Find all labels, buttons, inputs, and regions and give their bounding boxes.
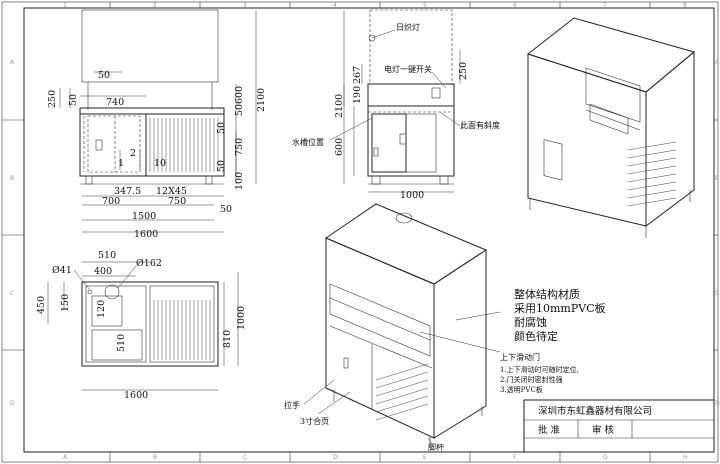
front-dim-50-bottom: 50 [220, 204, 232, 215]
zone-bottom-b: B [153, 454, 157, 461]
zone-top-2: 2 [153, 2, 157, 9]
front-dim-600: 600 [234, 86, 245, 104]
front-dim-347-5: 347.5 [114, 186, 141, 197]
zone-bottom-a: A [63, 454, 68, 461]
side-dim-190: 190 [352, 86, 363, 104]
zone-bottom-f: F [513, 454, 517, 461]
zone-right-c: C [715, 290, 719, 297]
front-dim-1500: 1500 [132, 211, 156, 222]
front-dim-50-mid: 50 [234, 104, 245, 116]
slope-label: 此面有斜度 [460, 120, 500, 130]
side-dim-267: 267 [352, 66, 363, 84]
front-dim-50-left: 50 [68, 94, 79, 106]
front-dim-50-top: 50 [98, 70, 110, 81]
review-label: 审 核 [592, 424, 615, 436]
zone-top-8: 8 [683, 2, 687, 9]
zone-right-b: B [715, 175, 719, 182]
zone-bottom-d: D [333, 454, 338, 461]
notes: 整体结构材质 采用10mmPVC板 耐腐蚀 颜色待定 上下滑动门 1.上下滑动时… [284, 287, 606, 452]
zone-left-c: C [10, 290, 14, 297]
switch-label: 电灯一键开关 [384, 64, 432, 74]
plan-dim-120: 120 [96, 300, 107, 318]
plan-view: 510 400 Ø41 Ø162 450 150 120 510 1000 81… [36, 250, 247, 401]
foot-label: 脚杯 [428, 442, 444, 452]
plan-dim-1600: 1600 [124, 390, 148, 401]
door-note-1: 1.上下滑动时可随时定位, [500, 365, 579, 374]
front-dim-750b: 750 [168, 196, 186, 207]
front-dim-100: 100 [234, 172, 245, 190]
plan-dim-510-top: 510 [98, 250, 116, 261]
lamp-label: 日炽灯 [396, 22, 420, 32]
front-label-1: 1 [118, 158, 124, 169]
zone-labels: 1 2 3 4 5 6 7 8 A B C D E F G H A B C D … [10, 2, 720, 461]
approve-label: 批 准 [538, 424, 561, 436]
plan-dim-810: 810 [222, 330, 233, 348]
material-note-4: 颜色待定 [514, 329, 558, 343]
plan-dim-150: 150 [60, 294, 71, 312]
plan-dim-510-inner: 510 [116, 334, 127, 352]
door-title: 上下滑动门 [500, 352, 540, 362]
title-block: 深圳市东虹鑫器材有限公司 批 准 审 核 [523, 399, 715, 453]
front-dim-50-low: 50 [216, 160, 227, 172]
zone-bottom-e: E [423, 454, 427, 461]
front-dim-740: 740 [106, 97, 124, 108]
handle-label: 拉手 [284, 400, 300, 410]
side-dim-1000: 1000 [400, 190, 424, 201]
zone-top-3: 3 [243, 2, 247, 9]
side-dim-250: 250 [458, 62, 469, 80]
plan-dim-1000: 1000 [236, 306, 247, 330]
sink-position-label: 水槽位置 [292, 137, 324, 147]
zone-right-d: D [715, 400, 720, 407]
plan-dim-dia-162: Ø162 [136, 258, 162, 269]
zone-left-a: A [10, 59, 15, 66]
front-dim-1600: 1600 [134, 229, 158, 240]
small-isometric-view [526, 17, 696, 238]
zone-bottom-c: C [243, 454, 247, 461]
front-dim-700: 700 [102, 196, 120, 207]
zone-top-1: 1 [63, 2, 67, 9]
front-view: 50 250 50 740 600 50 2100 50 750 1 2 10 … [47, 9, 267, 240]
front-dim-750: 750 [234, 138, 245, 156]
inner-frame [23, 7, 715, 453]
material-note-1: 整体结构材质 [514, 287, 580, 301]
plan-dim-450: 450 [36, 296, 47, 314]
zone-top-4: 4 [333, 2, 337, 9]
side-dim-600: 600 [334, 138, 345, 156]
hinge-label: 3寸合页 [300, 416, 329, 426]
zone-left-b: B [10, 175, 14, 182]
large-isometric-view [303, 203, 501, 448]
door-note-3: 3.透明PVC板 [500, 385, 543, 394]
front-dim-2100: 2100 [256, 88, 267, 112]
front-dim-50-right: 50 [216, 122, 227, 134]
company-name: 深圳市东虹鑫器材有限公司 [538, 405, 652, 417]
front-dim-250: 250 [47, 90, 58, 108]
plan-dim-dia-41: Ø41 [52, 265, 72, 276]
zone-top-6: 6 [513, 2, 517, 9]
zone-top-5: 5 [423, 2, 427, 9]
side-dim-2100: 2100 [334, 94, 345, 118]
front-label-2: 2 [130, 148, 136, 159]
front-dim-12x45: 12X45 [156, 186, 187, 197]
zone-bottom-g: G [603, 454, 608, 461]
plan-dim-400: 400 [94, 266, 112, 277]
zone-left-d: D [10, 400, 15, 407]
door-note-2: 2.门关闭时密封性强 [500, 375, 563, 384]
material-note-2: 采用10mmPVC板 [514, 301, 606, 315]
zone-right-a: A [715, 59, 720, 66]
side-view: 日炽灯 电灯一键开关 水槽位置 此面有斜度 267 250 190 2100 6… [292, 9, 500, 201]
zone-bottom-h: H [683, 454, 688, 461]
material-note-3: 耐腐蚀 [514, 315, 547, 329]
front-label-10: 10 [154, 158, 166, 169]
zone-top-7: 7 [603, 2, 607, 9]
